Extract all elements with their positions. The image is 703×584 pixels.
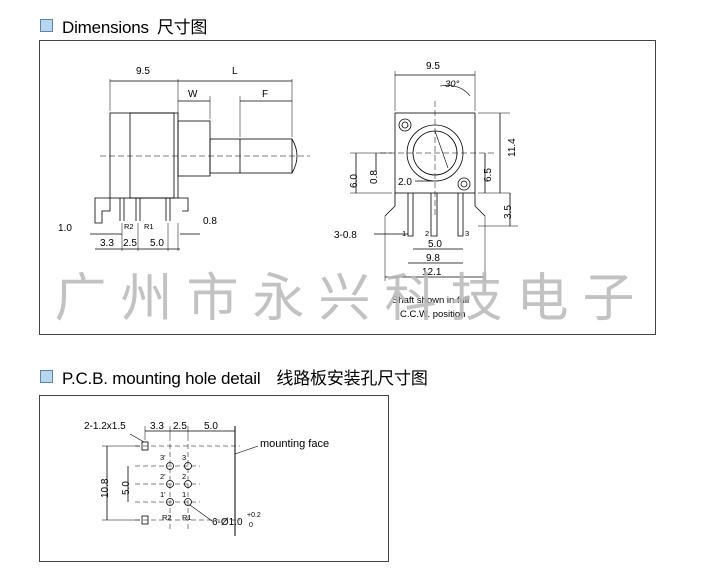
pcb-slot-label: 2-1.2x1.5 (84, 421, 126, 432)
side-pin-R2: R2 (124, 222, 134, 231)
pcb-hole-tol-plus: +0.2 (247, 512, 261, 519)
pcb-label-1p: 1' (160, 490, 166, 499)
side-dim-W: W (188, 89, 198, 100)
side-dim-F: F (262, 89, 268, 100)
side-dim-5-0: 5.0 (150, 238, 164, 249)
dimensions-drawing: 9.5 L W F 1.0 0.8 R2 R1 3.3 2.5 5.0 9.5 … (58, 61, 518, 320)
front-pin-3: 3 (465, 229, 469, 238)
front-dim-3-0-8: 3-0.8 (334, 230, 357, 241)
dimensions-panel: 9.5 L W F 1.0 0.8 R2 R1 3.3 2.5 5.0 9.5 … (39, 40, 656, 335)
front-mount-hole-br (457, 177, 471, 191)
front-pin-1: 1 (402, 229, 406, 238)
front-mount-hole-tl (398, 118, 412, 132)
pcb-label-R1: R1 (182, 513, 192, 522)
front-dim-6-5: 6.5 (483, 168, 494, 182)
pcb-mounting-face: mounting face (260, 438, 329, 450)
front-dim-3-5: 3.5 (503, 205, 514, 219)
front-dim-2-0: 2.0 (398, 177, 412, 188)
pcb-title: P.C.B. mounting hole detail (62, 369, 261, 388)
pcb-dim-3-3: 3.3 (150, 421, 164, 432)
front-dim-9-5: 9.5 (426, 61, 440, 72)
front-angle: 30° (445, 79, 460, 90)
side-dim-2-5: 2.5 (123, 238, 137, 249)
front-dim-12-1: 12.1 (422, 267, 442, 278)
side-bushing (177, 120, 211, 177)
watermark-text: 广州市永兴科技电子 (54, 269, 649, 329)
front-note-line2: C.C.W. position (400, 309, 465, 320)
section-title: Dimensions 尺寸图 (62, 13, 207, 38)
pcb-label-R2: R2 (162, 513, 172, 522)
pcb-dim-10-8: 10.8 (100, 478, 111, 498)
section-title: P.C.B. mounting hole detail 线路板安装孔尺寸图 (62, 364, 428, 389)
pcb-header: P.C.B. mounting hole detail 线路板安装孔尺寸图 (40, 364, 428, 389)
side-dim-1-0: 1.0 (58, 223, 72, 234)
pcb-label-2: 2 (182, 472, 186, 481)
pcb-hole-label: 6-Ø1.0 (212, 517, 243, 528)
pcb-drawing: 2-1.2x1.5 3.3 2.5 5.0 mounting face 10.8… (84, 421, 329, 536)
pcb-label-2p: 2' (160, 472, 166, 481)
dimensions-header: Dimensions 尺寸图 (40, 13, 207, 38)
front-dim-6-0: 6.0 (349, 174, 360, 188)
pcb-label-3p: 3' (160, 453, 166, 462)
pcb-label-1: 1 (182, 490, 186, 499)
pcb-dim-2-5: 2.5 (173, 421, 187, 432)
dimensions-title-cn: 尺寸图 (156, 18, 208, 37)
front-dim-11-4: 11.4 (507, 138, 518, 157)
side-dim-L: L (232, 66, 238, 77)
section-bullet-icon (40, 370, 53, 383)
side-dim-9-5: 9.5 (136, 66, 150, 77)
side-dim-3-3: 3.3 (100, 238, 114, 249)
pcb-hole-tol-minus: 0 (249, 522, 253, 529)
pcb-panel: 2-1.2x1.5 3.3 2.5 5.0 mounting face 10.8… (39, 395, 389, 562)
front-dim-9-8: 9.8 (426, 253, 440, 264)
dimensions-title: Dimensions (62, 18, 149, 37)
side-body (109, 112, 179, 199)
pcb-title-cn: 线路板安装孔尺寸图 (276, 369, 428, 388)
side-pin-R1: R1 (144, 222, 154, 231)
pcb-label-3: 3 (182, 453, 186, 462)
front-dim-5-0: 5.0 (428, 239, 442, 250)
pcb-dim-5-0: 5.0 (204, 421, 218, 432)
pcb-dim-5-0-vertical: 5.0 (121, 481, 132, 495)
side-dim-0-8: 0.8 (203, 216, 217, 227)
side-body-inner (129, 112, 175, 199)
section-bullet-icon (40, 19, 53, 32)
front-dim-0-8: 0.8 (369, 170, 380, 184)
front-note-line1: Shaft shown in full (392, 295, 469, 306)
front-pin-2: 2 (425, 229, 429, 238)
pcb-hole-1p (166, 498, 174, 506)
